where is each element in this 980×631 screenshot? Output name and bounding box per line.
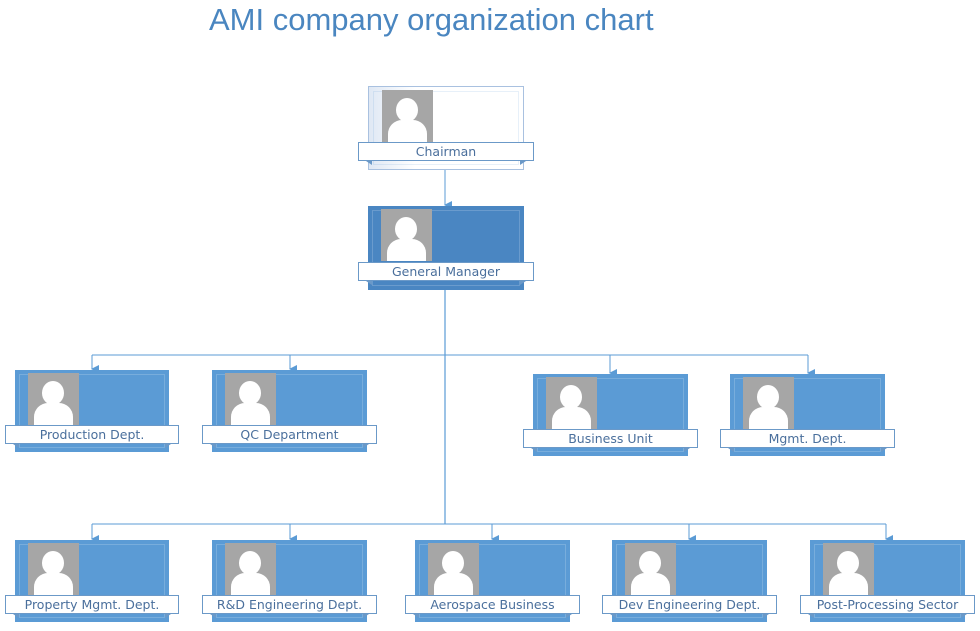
node-label-dev-engineering-dept: Dev Engineering Dept. <box>602 595 777 618</box>
person-placeholder-icon <box>225 543 276 595</box>
node-label-qc-department: QC Department <box>202 425 377 448</box>
node-label-business-unit: Business Unit <box>523 429 698 452</box>
person-placeholder-icon <box>28 373 79 425</box>
node-label-mgmt-dept: Mgmt. Dept. <box>720 429 895 452</box>
node-label-post-processing-sector: Post-Processing Sector <box>800 595 975 618</box>
person-placeholder-icon <box>381 209 432 261</box>
person-placeholder-icon <box>382 90 433 142</box>
chart-title: AMI company organization chart <box>209 2 654 37</box>
person-placeholder-icon <box>743 377 794 429</box>
node-label-chairman: Chairman <box>358 142 534 165</box>
person-placeholder-icon <box>225 373 276 425</box>
node-label-property-mgmt-dept: Property Mgmt. Dept. <box>5 595 179 618</box>
node-label-production-dept: Production Dept. <box>5 425 179 448</box>
node-label-general-manager: General Manager <box>358 262 534 285</box>
node-label-rd-engineering-dept: R&D Engineering Dept. <box>202 595 377 618</box>
person-placeholder-icon <box>546 377 597 429</box>
person-placeholder-icon <box>823 543 874 595</box>
person-placeholder-icon <box>28 543 79 595</box>
node-label-aerospace-business: Aerospace Business <box>405 595 580 618</box>
person-placeholder-icon <box>625 543 676 595</box>
person-placeholder-icon <box>428 543 479 595</box>
